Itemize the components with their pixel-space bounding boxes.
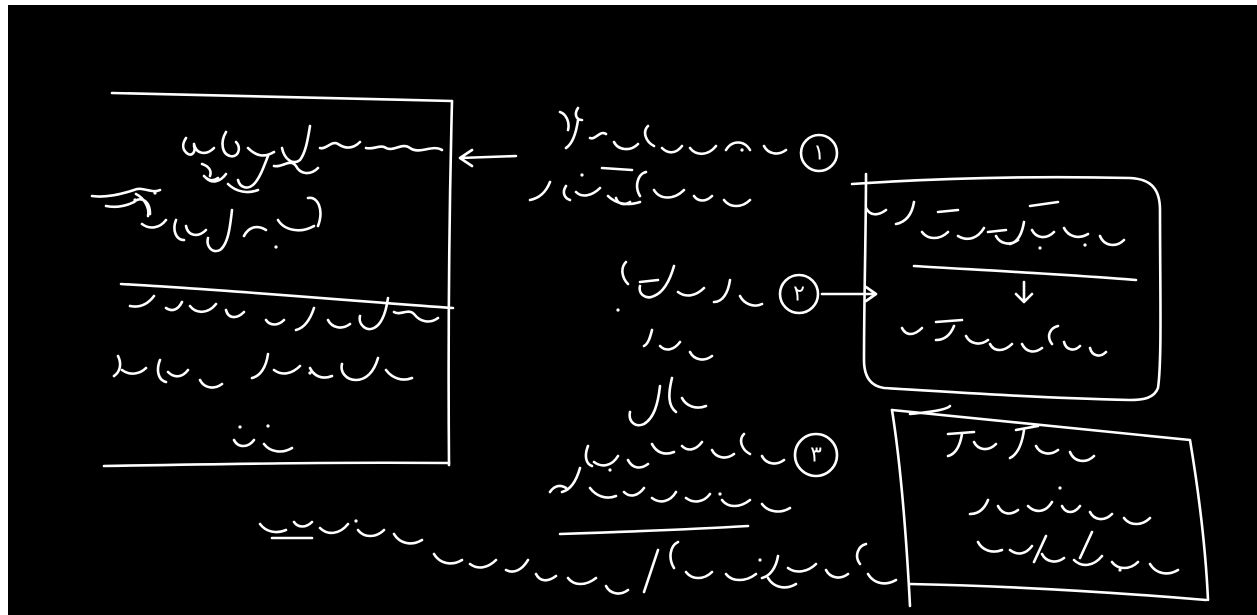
- bottom-text: [258, 519, 898, 595]
- marker-1: ۱: [799, 133, 839, 173]
- arrow-to-left-box: [458, 148, 518, 168]
- left-box-divider: [119, 282, 455, 310]
- left-box-text-bottom: [112, 294, 440, 453]
- right-bottom-box-text: [946, 424, 1180, 575]
- left-box: [102, 91, 455, 468]
- center-underline: [558, 524, 750, 536]
- left-box-top-line: [110, 91, 454, 103]
- right-top-box-arrow: [1014, 280, 1034, 304]
- right-top-box-text: [864, 200, 1126, 357]
- center-text-2: [616, 260, 764, 427]
- marker-2-label: ۲: [793, 282, 805, 307]
- blackboard: [8, 5, 1257, 615]
- left-box-text-top: [90, 124, 444, 253]
- left-box-right-line: [447, 99, 454, 467]
- right-top-box-divider: [912, 264, 1138, 282]
- arrow-to-right-box: [820, 285, 878, 303]
- right-bottom-box: [890, 404, 1210, 608]
- marker-1-label: ۱: [813, 141, 825, 166]
- right-bottom-box-base: [908, 582, 1208, 602]
- center-text-3: [548, 432, 792, 536]
- center-text-1: [528, 106, 788, 208]
- marker-2: ۲: [778, 273, 820, 315]
- marker-3: ۳: [793, 432, 839, 478]
- right-top-box: [850, 172, 1162, 402]
- marker-3-label: ۳: [810, 443, 822, 468]
- left-box-bottom-line: [102, 461, 451, 468]
